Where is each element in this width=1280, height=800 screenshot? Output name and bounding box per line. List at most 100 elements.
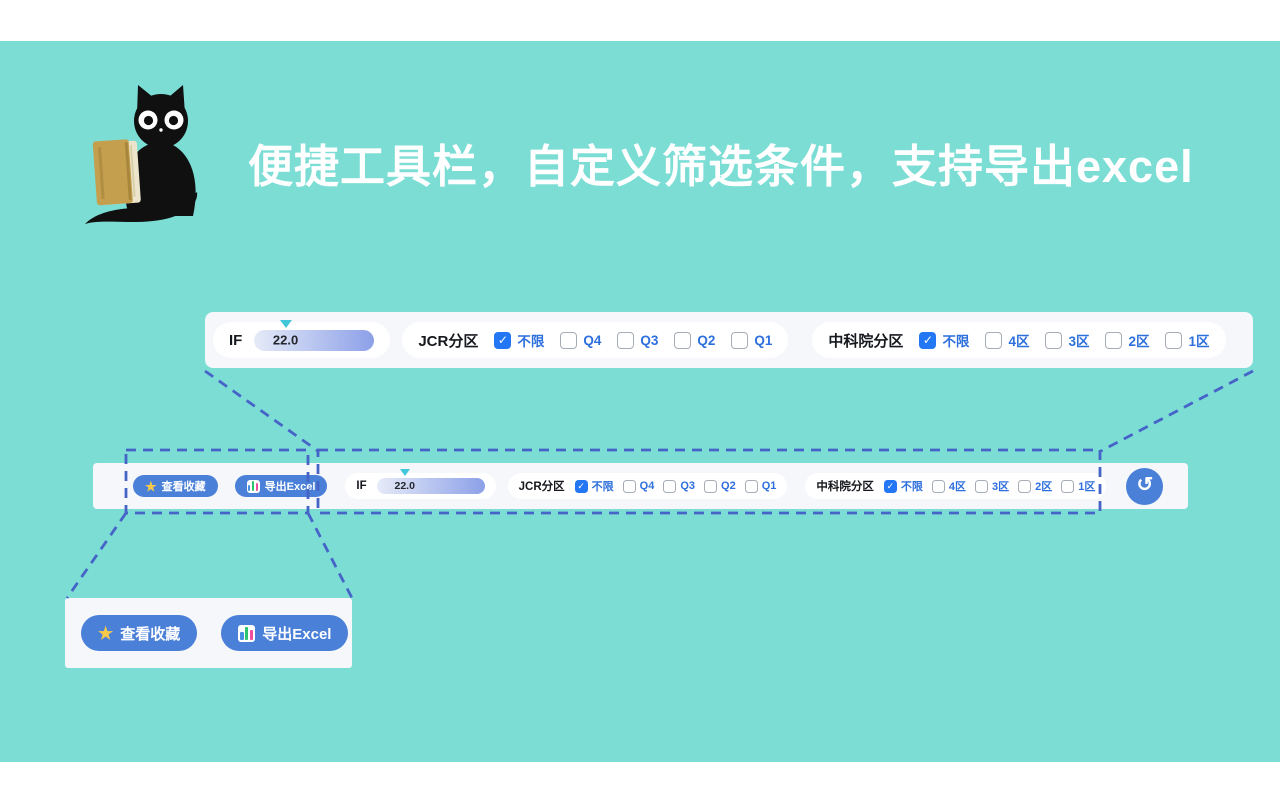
- jcr-group-label: JCR分区: [518, 481, 565, 493]
- if-filter: IF 22.0: [213, 319, 391, 358]
- checkbox-label: Q4: [583, 332, 602, 348]
- checkbox-option-不限[interactable]: ✓不限: [883, 478, 923, 494]
- checkbox-option-3区[interactable]: 3区: [975, 478, 1009, 494]
- checkbox-label: 3区: [992, 481, 1010, 493]
- refresh-icon: ↺: [1136, 474, 1154, 496]
- checkbox-label: Q3: [640, 332, 659, 348]
- jcr-group-label: JCR分区: [418, 332, 479, 350]
- slider-marker-icon[interactable]: [399, 469, 410, 476]
- checkbox-checked-icon[interactable]: ✓: [494, 331, 512, 349]
- cas-group-label: 中科院分区: [828, 332, 904, 350]
- checkbox-unchecked-icon[interactable]: [931, 479, 945, 493]
- checkbox-unchecked-icon[interactable]: [1105, 331, 1123, 349]
- export-excel-label: 导出Excel: [264, 481, 316, 493]
- checkbox-option-Q2[interactable]: Q2: [674, 331, 716, 349]
- checkbox-option-1区[interactable]: 1区: [1165, 330, 1210, 350]
- checkbox-unchecked-icon[interactable]: [560, 331, 578, 349]
- checkbox-label: Q1: [761, 480, 777, 492]
- checkbox-option-Q3[interactable]: Q3: [663, 479, 696, 493]
- checkbox-option-Q1[interactable]: Q1: [731, 331, 773, 349]
- checkbox-unchecked-icon[interactable]: [731, 331, 749, 349]
- cas-options: ✓ 不限 4区 3区 2区 1区: [919, 330, 1210, 350]
- checkbox-unchecked-icon[interactable]: [1045, 331, 1063, 349]
- page-title: 便捷工具栏，自定义筛选条件，支持导出excel: [248, 141, 1194, 192]
- checkbox-option-Q2[interactable]: Q2: [704, 479, 736, 493]
- checkbox-label: 4区: [1008, 334, 1030, 349]
- checkbox-label: 不限: [591, 481, 614, 493]
- checkbox-unchecked-icon[interactable]: [674, 331, 692, 349]
- if-value: 22.0: [394, 480, 415, 492]
- checkbox-label: 4区: [948, 481, 967, 493]
- checkbox-option-不限[interactable]: ✓ 不限: [919, 330, 969, 350]
- checkbox-unchecked-icon[interactable]: [985, 331, 1003, 349]
- checkbox-option-2区[interactable]: 2区: [1018, 478, 1052, 494]
- top-white-strip: [0, 0, 1280, 41]
- checkbox-unchecked-icon[interactable]: [1061, 479, 1075, 493]
- checkbox-unchecked-icon[interactable]: [663, 479, 677, 493]
- checkbox-option-Q1[interactable]: Q1: [744, 479, 777, 493]
- checkbox-label: 1区: [1078, 481, 1096, 493]
- jcr-options: ✓不限 Q4 Q3 Q2 Q1: [574, 478, 777, 494]
- checkbox-unchecked-icon[interactable]: [1018, 479, 1032, 493]
- checkbox-unchecked-icon[interactable]: [744, 479, 758, 493]
- if-label: IF: [356, 480, 367, 492]
- checkbox-option-Q4[interactable]: Q4: [622, 479, 655, 493]
- if-slider[interactable]: 22.0: [254, 319, 375, 351]
- if-slider[interactable]: 22.0: [376, 469, 485, 494]
- checkbox-label: Q2: [721, 480, 736, 492]
- checkbox-checked-icon[interactable]: ✓: [919, 331, 937, 349]
- checkbox-label: Q2: [697, 332, 716, 348]
- checkbox-label: 2区: [1128, 334, 1150, 349]
- checkbox-checked-icon[interactable]: ✓: [883, 479, 897, 493]
- checkbox-option-不限[interactable]: ✓不限: [574, 478, 614, 494]
- excel-icon: [238, 624, 256, 642]
- cat-icon: [85, 85, 198, 224]
- export-excel-label: 导出Excel: [262, 625, 332, 643]
- checkbox-label: Q4: [639, 480, 655, 492]
- checkbox-unchecked-icon[interactable]: [1165, 331, 1183, 349]
- checkbox-label: 1区: [1188, 334, 1210, 349]
- slider-marker-icon[interactable]: [279, 319, 292, 328]
- checkbox-label: Q1: [754, 332, 773, 348]
- view-favorites-button[interactable]: ★ 查看收藏: [81, 615, 198, 651]
- checkbox-label: 不限: [517, 334, 545, 349]
- refresh-button[interactable]: ↺: [1126, 467, 1164, 505]
- jcr-options: ✓ 不限 Q4 Q3 Q2 Q1: [494, 330, 772, 350]
- checkbox-unchecked-icon[interactable]: [622, 479, 636, 493]
- jcr-filter-group: JCR分区 ✓不限 Q4 Q3 Q2 Q1: [507, 473, 788, 499]
- view-favorites-label: 查看收藏: [120, 625, 181, 643]
- checkbox-option-4区[interactable]: 4区: [931, 478, 967, 494]
- export-excel-button[interactable]: 导出Excel: [234, 475, 328, 497]
- star-icon: ★: [98, 623, 114, 643]
- checkbox-label: 3区: [1068, 334, 1090, 349]
- checkbox-label: 不限: [900, 481, 923, 493]
- cas-options: ✓不限 4区 3区 2区 1区: [883, 478, 1095, 494]
- checkbox-unchecked-icon[interactable]: [975, 479, 989, 493]
- checkbox-unchecked-icon[interactable]: [617, 331, 635, 349]
- if-value: 22.0: [272, 332, 299, 348]
- checkbox-option-Q3[interactable]: Q3: [617, 331, 659, 349]
- checkbox-option-3区[interactable]: 3区: [1045, 330, 1089, 350]
- buttons-zoom-panel: ★ 查看收藏 导出Excel: [65, 598, 352, 668]
- export-excel-button[interactable]: 导出Excel: [221, 615, 349, 651]
- jcr-filter-group: JCR分区 ✓ 不限 Q4 Q3 Q2 Q1: [402, 322, 789, 358]
- checkbox-option-2区[interactable]: 2区: [1105, 330, 1149, 350]
- cas-group-label: 中科院分区: [816, 481, 874, 493]
- cas-filter-group: 中科院分区 ✓不限 4区 3区 2区 1区: [805, 473, 1107, 499]
- if-label: IF: [229, 331, 243, 349]
- star-icon: ★: [145, 478, 157, 494]
- checkbox-option-4区[interactable]: 4区: [985, 330, 1029, 350]
- checkbox-label: 2区: [1035, 481, 1053, 493]
- checkbox-label: 不限: [942, 334, 970, 349]
- checkbox-option-不限[interactable]: ✓ 不限: [494, 330, 544, 350]
- checkbox-option-1区[interactable]: 1区: [1061, 478, 1095, 494]
- checkbox-checked-icon[interactable]: ✓: [574, 479, 588, 493]
- checkbox-label: Q3: [680, 480, 696, 492]
- view-favorites-button[interactable]: ★ 查看收藏: [133, 475, 218, 497]
- filters-zoom-panel: IF 22.0 JCR分区 ✓ 不限 Q4 Q3 Q2 Q1 中科院分区 ✓ 不限 4区 3区 2…: [205, 312, 1253, 368]
- checkbox-unchecked-icon[interactable]: [704, 479, 718, 493]
- excel-icon: [246, 479, 260, 493]
- checkbox-option-Q4[interactable]: Q4: [560, 331, 602, 349]
